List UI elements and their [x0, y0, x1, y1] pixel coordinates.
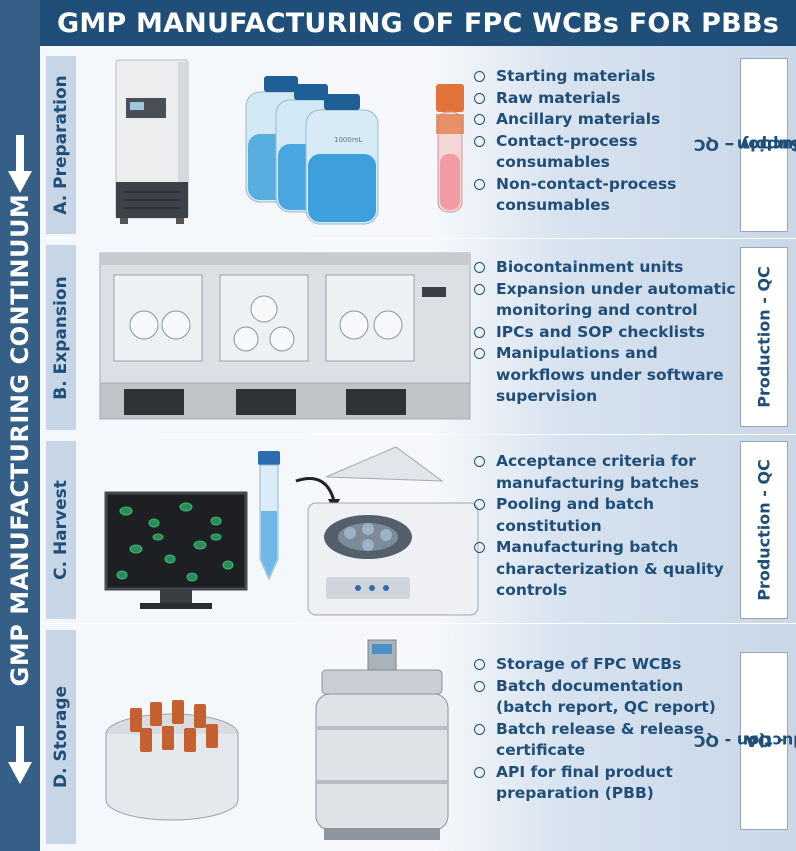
- section-tab-label: C. Harvest: [51, 480, 71, 580]
- list-item-text: Manipulations and workflows under softwa…: [496, 344, 724, 405]
- bullet-icon: [474, 114, 485, 125]
- list-item: Non-contact-process consumables: [470, 174, 740, 217]
- storage-illustration: [105, 639, 449, 840]
- list-item-text: Pooling and batch constitution: [496, 495, 654, 535]
- bullet-icon: [474, 680, 485, 692]
- role-label: Production - QC: [754, 266, 774, 408]
- list-item-text: Storage of FPC WCBs: [496, 655, 682, 673]
- bullet-icon: [474, 92, 485, 104]
- bottle-label: 1000mL: [334, 136, 363, 144]
- list-item: Acceptance criteria for manufacturing ba…: [470, 451, 740, 494]
- media-bottles-icon: 1000mL: [245, 76, 379, 225]
- section-tab: B. Expansion: [46, 245, 76, 430]
- section-tab-label: A. Preparation: [51, 75, 71, 215]
- list-item: Expansion under automatic monitoring and…: [470, 279, 740, 322]
- continuum-label: GMP MANUFACTURING CONTINUUM: [6, 193, 34, 687]
- centrifuge-icon: [307, 446, 479, 616]
- storage-list: Storage of FPC WCBs Batch documentation …: [470, 654, 740, 805]
- harvest-illustration: [104, 446, 479, 616]
- list-item-text: Batch documentation (batch report, QC re…: [496, 676, 716, 717]
- bullet-icon: [474, 766, 485, 778]
- bullet-icon: [474, 326, 485, 338]
- list-item: Biocontainment units: [470, 257, 740, 279]
- role-box: Production - QC: [740, 441, 788, 619]
- list-item: Starting materials: [470, 66, 740, 88]
- bullet-icon: [474, 542, 485, 553]
- divider: [40, 623, 796, 624]
- divider: [40, 238, 796, 239]
- section-tab: D. Storage: [46, 630, 76, 844]
- list-item: Batch release & release certificate: [470, 719, 740, 762]
- sections: A. Preparation: [40, 46, 796, 851]
- continuum-bar: GMP MANUFACTURING CONTINUUM: [0, 0, 40, 851]
- list-item: Contact-process consumables: [470, 131, 740, 174]
- list-item: Pooling and batch constitution: [470, 494, 740, 537]
- down-arrow-icon: [8, 726, 32, 784]
- culture-tube-icon: [436, 84, 464, 213]
- list-item-text: Ancillary materials: [496, 110, 661, 128]
- page-title: GMP MANUFACTURING OF FPC WCBs FOR PBBs: [57, 7, 779, 39]
- expansion-illustration: [99, 252, 471, 420]
- list-item-text: Non-contact-process consumables: [496, 174, 677, 215]
- freezer-icon: [115, 59, 189, 224]
- role-label: Production - QC: [754, 459, 774, 601]
- section-preparation: A. Preparation: [40, 46, 796, 238]
- section-expansion: B. Expansion: [40, 239, 796, 434]
- cryo-tank-icon: [315, 639, 449, 840]
- list-item: Raw materials: [470, 88, 740, 110]
- expansion-list: Biocontainment units Expansion under aut…: [470, 257, 740, 408]
- list-item: Batch documentation (batch report, QC re…: [470, 676, 740, 719]
- list-item-text: Contact-process consumables: [496, 131, 638, 172]
- list-item-text: Expansion under automatic monitoring and…: [496, 279, 736, 320]
- cryobox-icon: [105, 700, 239, 821]
- list-item: IPCs and SOP checklists: [470, 322, 740, 344]
- bullet-icon: [474, 348, 485, 359]
- preparation-list: Starting materials Raw materials Ancilla…: [470, 66, 740, 217]
- list-item-text: Starting materials: [496, 67, 656, 85]
- bullet-icon: [474, 135, 485, 147]
- list-item-text: Manufacturing batch characterization & q…: [496, 538, 724, 599]
- list-item-text: IPCs and SOP checklists: [496, 322, 705, 341]
- bullet-icon: [474, 723, 485, 735]
- section-tab-label: D. Storage: [51, 685, 71, 789]
- section-tab: A. Preparation: [46, 56, 76, 234]
- harvest-list: Acceptance criteria for manufacturing ba…: [470, 451, 740, 602]
- bullet-icon: [474, 178, 485, 190]
- down-arrow-icon: [8, 135, 32, 193]
- biosafety-cabinets-icon: [99, 252, 471, 420]
- preparation-illustration: 1000mL: [115, 59, 464, 225]
- monitor-icon: [104, 491, 248, 609]
- divider: [40, 434, 796, 435]
- role-box: Production - QC- QA: [693, 652, 796, 830]
- bullet-icon: [474, 71, 485, 82]
- bullet-icon: [474, 283, 485, 295]
- list-item: Manipulations and workflows under softwa…: [470, 343, 740, 408]
- list-item: Manufacturing batch characterization & q…: [470, 537, 740, 602]
- list-item-text: Batch release & release certificate: [496, 719, 704, 760]
- bullet-icon: [474, 456, 485, 467]
- falcon-tube-icon: [258, 451, 280, 581]
- title-banner: GMP MANUFACTURING OF FPC WCBs FOR PBBs: [0, 0, 796, 46]
- section-tab-label: B. Expansion: [51, 275, 71, 400]
- section-harvest: C. Harvest: [40, 435, 796, 623]
- section-tab: C. Harvest: [46, 441, 76, 619]
- list-item: Ancillary materials: [470, 109, 740, 131]
- bullet-icon: [474, 262, 485, 273]
- section-storage: D. Storage: [40, 624, 796, 851]
- arrow-icon: [295, 477, 336, 502]
- list-item: Storage of FPC WCBs: [470, 654, 740, 676]
- bullet-icon: [474, 499, 485, 510]
- list-item-text: Biocontainment units: [496, 258, 684, 276]
- role-box: Supply -Production - QC: [693, 58, 796, 232]
- role-box: Production - QC: [740, 247, 788, 427]
- list-item-text: API for final product preparation (PBB): [496, 762, 673, 803]
- list-item: API for final product preparation (PBB): [470, 762, 740, 805]
- bullet-icon: [474, 659, 485, 670]
- list-item-text: Raw materials: [496, 88, 621, 107]
- list-item-text: Acceptance criteria for manufacturing ba…: [496, 452, 699, 492]
